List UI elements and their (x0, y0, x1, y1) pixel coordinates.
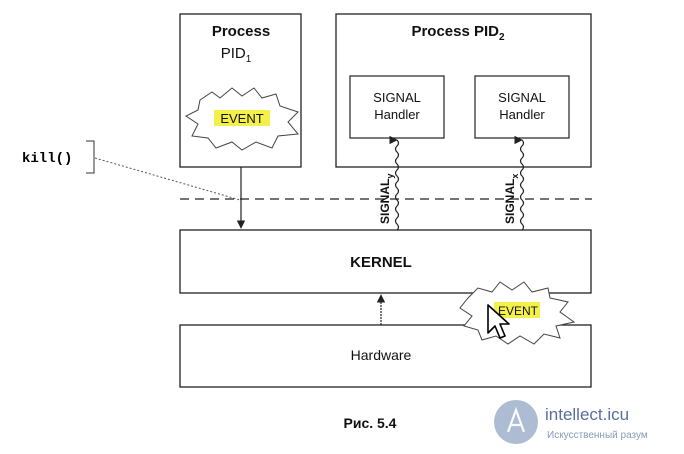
signal-y-label: SIGNALy (378, 174, 395, 224)
hardware-event-highlight (494, 302, 540, 318)
kill-call-bracket (86, 140, 95, 174)
kill-call-dotted-line (94, 157, 241, 201)
signal-x-label: SIGNALx (503, 174, 520, 224)
signal-handler-2-line1: SIGNAL (498, 90, 546, 105)
kill-call-label: kill() (22, 151, 72, 167)
signal-handler-1-line1: SIGNAL (373, 90, 421, 105)
figure-caption: Рис. 5.4 (344, 415, 397, 431)
signal-handler-1-box (349, 75, 445, 139)
watermark-logo-icon (494, 400, 538, 444)
hardware-label: Hardware (351, 347, 412, 363)
signal-handler-2-box (474, 75, 570, 139)
watermark-tagline: Искусственный разум (547, 430, 648, 441)
hardware-event-label: EVENT (498, 304, 539, 318)
kernel-label: KERNEL (350, 254, 412, 271)
process-1-event-label: EVENT (220, 111, 263, 126)
signal-y-wavy-arrow (394, 139, 406, 231)
signal-handler-1-line2: Handler (374, 107, 420, 122)
signal-x-wavy-arrow (519, 139, 531, 231)
watermark-brand: intellect.icu (545, 405, 629, 424)
watermark-logo: intellect.icu Искусственный разум (494, 400, 648, 444)
mouse-cursor-icon (487, 304, 510, 339)
event-highlight (214, 110, 270, 126)
watermark-logo-mark (506, 406, 526, 433)
process-1-pid: PID1 (221, 45, 252, 65)
process-2-title: Process PID2 (411, 23, 505, 43)
process-1-title: Process (212, 23, 270, 40)
signal-handler-2-line2: Handler (499, 107, 545, 122)
